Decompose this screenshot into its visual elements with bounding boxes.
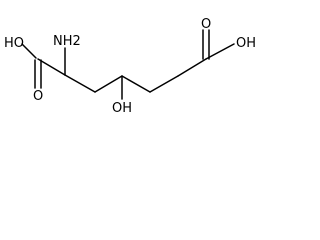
carbon-backbone [94,58,207,100]
right-carbonyl-oxygen-label: O [201,17,211,32]
bond-c3-c4 [94,75,123,93]
bond-c1-oh [21,43,37,59]
hydroxyl-label: OH [112,101,132,116]
left-hydroxyl-label: HO [4,36,24,51]
bond-c5-c6 [149,75,179,93]
right-carboxyl-group [202,29,235,60]
left-carbonyl-oxygen-label: O [33,89,43,104]
amine-label: NH2 [53,34,81,49]
bond-c2-c3 [64,74,96,93]
right-hydroxyl-label: OH [236,36,256,51]
alpha-carbon-amine [64,47,96,93]
bond-c6-c7 [177,58,207,77]
bond-c4-c5 [121,75,151,93]
left-carboxyl-group [21,43,66,89]
bond-c7-oh [205,43,235,60]
chemical-structure-diagram: HO NH2 O OH O OH [4,17,256,116]
bond-c1-c2 [37,58,66,76]
